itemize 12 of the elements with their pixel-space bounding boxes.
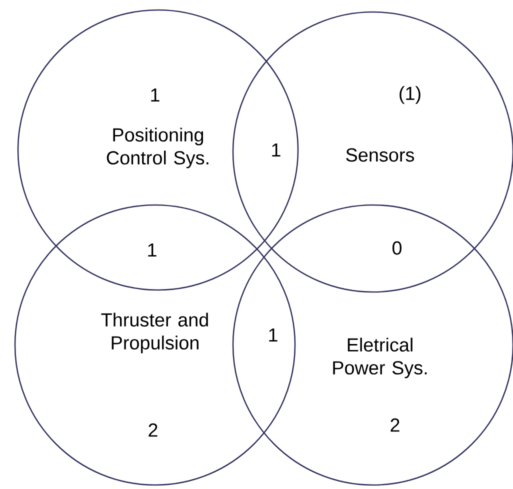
circle-label: 1	[151, 88, 160, 102]
circle-label: (1)	[400, 86, 420, 104]
overlap-count: 1	[272, 144, 280, 156]
circle-label: Eletrical Power Sys.	[333, 338, 427, 378]
circle-label: Positioning Control Sys.	[106, 128, 208, 168]
overlap-count: 1	[148, 244, 156, 256]
overlap-count: 0	[392, 241, 402, 255]
circle-label: Sensors	[346, 148, 414, 162]
circle-label: Thruster and Propulsion	[101, 312, 208, 354]
overlap-count: 1	[269, 328, 278, 342]
circle-label: 2	[390, 418, 400, 432]
circle-label: 2	[148, 423, 158, 437]
